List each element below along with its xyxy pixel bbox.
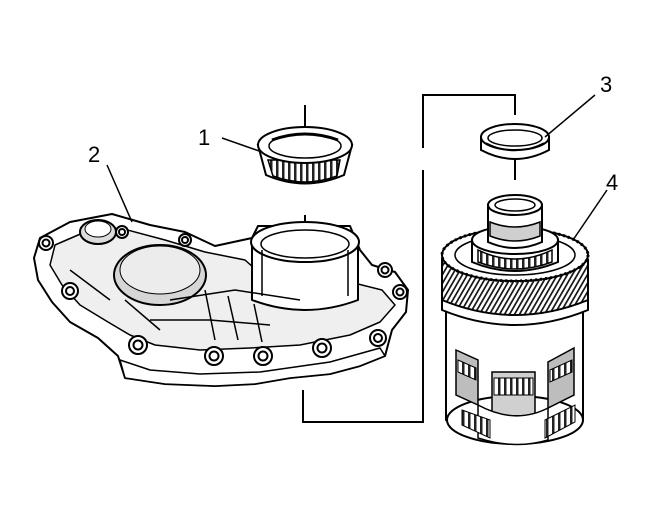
differential-gear-assembly [440,194,590,446]
callout-4: 4 [606,170,618,195]
housing-bolt-holes [38,225,408,366]
callout-2: 2 [88,142,100,167]
callout-leaders [106,94,608,241]
bearing-race-ring [480,123,550,160]
tapered-roller-bearing [256,126,354,185]
callout-3: 3 [600,72,612,97]
callouts: 1 2 3 4 [88,72,618,195]
transfer-case-housing [33,213,409,387]
callout-1: 1 [198,125,210,150]
